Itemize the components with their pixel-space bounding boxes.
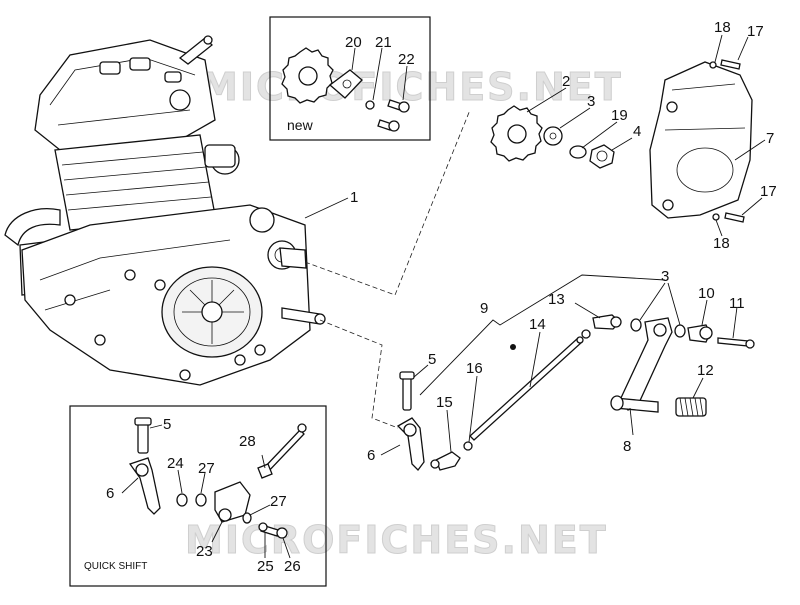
callout-5: 5 xyxy=(428,351,436,368)
leader-3a xyxy=(559,107,591,129)
qs-callout-25: 25 xyxy=(257,558,274,575)
leader-1 xyxy=(304,197,349,219)
leader-17b xyxy=(741,197,763,216)
leader-qs-26 xyxy=(282,537,291,559)
callout-3b: 3 xyxy=(661,268,669,285)
qs-callout-28: 28 xyxy=(239,433,256,450)
callout-14: 14 xyxy=(529,316,546,333)
sprocket-cover xyxy=(649,59,753,223)
callout-17b: 17 xyxy=(760,183,777,200)
leader-19 xyxy=(581,121,618,149)
watermark-top: MICROFICHES.NET xyxy=(200,65,623,109)
qs-callout-5: 5 xyxy=(163,416,171,433)
leader-10 xyxy=(701,299,708,326)
leader-11 xyxy=(732,306,738,339)
callout-7: 7 xyxy=(766,130,774,147)
leader-2 xyxy=(526,87,567,113)
sprocket-group xyxy=(490,105,615,169)
leader-18a xyxy=(714,34,723,63)
leader-9-bracket xyxy=(419,274,666,396)
callout-22: 22 xyxy=(398,51,415,68)
guide-shift-lever xyxy=(319,319,399,429)
leader-14 xyxy=(529,331,541,388)
callout-3a: 3 xyxy=(587,93,595,110)
callout-6: 6 xyxy=(367,447,375,464)
leader-13 xyxy=(574,302,601,319)
leader-qs-5 xyxy=(149,424,163,429)
leader-21 xyxy=(372,47,383,101)
callout-17a: 17 xyxy=(747,23,764,40)
callout-9: 9 xyxy=(480,300,488,317)
callout-4: 4 xyxy=(633,123,641,140)
leader-4 xyxy=(611,137,633,151)
leader-3b-2 xyxy=(667,282,681,326)
qs-callout-24: 24 xyxy=(167,455,184,472)
inset-new-label: new xyxy=(287,117,314,133)
callout-20: 20 xyxy=(345,34,362,51)
callout-19: 19 xyxy=(611,107,628,124)
callout-11: 11 xyxy=(729,295,745,312)
leader-qs-24 xyxy=(177,469,183,494)
callout-10: 10 xyxy=(698,285,715,302)
inset-quickshift-label: QUICK SHIFT xyxy=(84,561,147,572)
leader-18b xyxy=(715,219,723,237)
shift-rod xyxy=(469,336,584,441)
callout-12: 12 xyxy=(697,362,714,379)
leader-22 xyxy=(402,65,408,101)
leader-7 xyxy=(734,139,766,161)
leader-8 xyxy=(629,407,634,436)
engine-assembly xyxy=(4,35,326,386)
callout-13: 13 xyxy=(548,291,565,308)
shift-lever-6 xyxy=(396,371,425,471)
leader-6 xyxy=(380,444,401,456)
shift-pedal xyxy=(610,317,673,413)
watermark-bottom: MICROFICHES.NET xyxy=(185,518,608,562)
leader-15 xyxy=(446,409,452,453)
callout-16: 16 xyxy=(466,360,483,377)
qs-callout-27b: 27 xyxy=(270,493,287,510)
leader-17a xyxy=(737,36,749,61)
reference-dot xyxy=(510,344,516,350)
qs-callout-27a: 27 xyxy=(198,460,215,477)
inset-quickshift-box xyxy=(69,405,327,587)
leader-16 xyxy=(468,375,478,443)
leader-12 xyxy=(692,377,704,399)
pedal-hardware xyxy=(630,318,755,349)
guide-sprocket xyxy=(304,109,471,296)
leader-qs-27b xyxy=(249,504,271,516)
callout-15: 15 xyxy=(436,394,453,411)
callout-18b: 18 xyxy=(713,235,730,252)
rod-end-15 xyxy=(430,441,473,471)
qs-callout-26: 26 xyxy=(284,558,301,575)
qs-callout-6: 6 xyxy=(106,485,114,502)
leader-20 xyxy=(351,47,356,71)
callout-18a: 18 xyxy=(714,19,731,36)
qs-callout-23: 23 xyxy=(196,543,213,560)
callout-21: 21 xyxy=(375,34,392,51)
rod-end-13 xyxy=(581,314,622,339)
leader-qs-27a xyxy=(200,472,206,494)
callout-8: 8 xyxy=(623,438,631,455)
inset-new-parts xyxy=(281,47,410,132)
callout-2: 2 xyxy=(562,73,570,90)
leader-qs-23 xyxy=(211,521,223,543)
leader-qs-6 xyxy=(121,477,139,494)
spring-12 xyxy=(675,397,707,417)
callout-1: 1 xyxy=(350,189,358,206)
leader-3b-1 xyxy=(639,282,666,321)
inset-new-box xyxy=(269,16,431,141)
leader-5 xyxy=(413,364,429,378)
leader-qs-28 xyxy=(261,454,266,469)
